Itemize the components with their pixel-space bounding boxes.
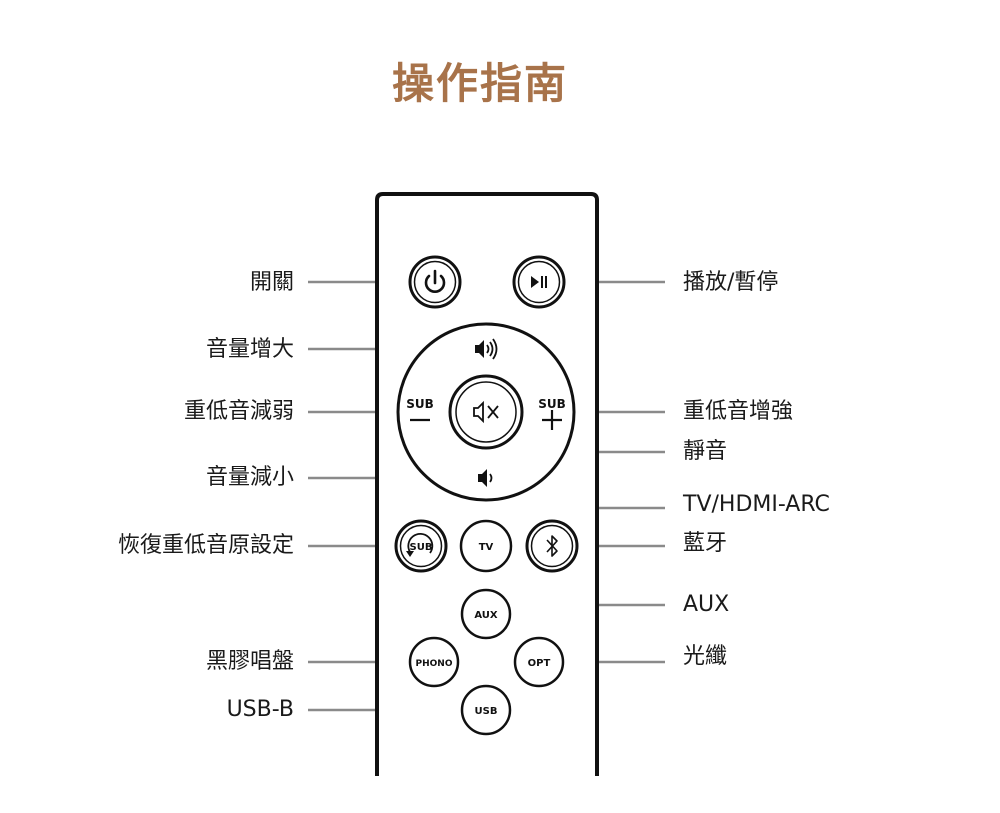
sub-down-button[interactable]: SUB [406, 397, 434, 422]
label-sub-down: 重低音減弱 [183, 399, 294, 424]
volume-ring [396, 322, 576, 502]
speaker-up-icon [475, 338, 498, 360]
mute-icon [473, 400, 499, 424]
aux-button[interactable]: AUX [460, 588, 512, 640]
aux-text: AUX [474, 610, 498, 621]
label-usb-b: USB-B [226, 697, 294, 722]
phono-button[interactable]: PHONO [408, 636, 460, 688]
sub-up-text: SUB [538, 397, 566, 411]
label-volume-up: 音量增大 [205, 337, 294, 362]
label-phono: 黑膠唱盤 [205, 649, 294, 674]
leader-tv [484, 506, 665, 521]
remote-body [375, 192, 599, 776]
label-play-pause: 播放/暫停 [683, 270, 779, 295]
phono-text: PHONO [416, 659, 453, 669]
play-pause-icon [531, 276, 547, 288]
sub-reset-icon: SUB [406, 533, 434, 557]
label-power: 開關 [249, 270, 294, 295]
power-icon [424, 269, 446, 293]
label-bluetooth: 藍牙 [683, 531, 728, 556]
label-tv-hdmi: TV/HDMI-ARC [683, 492, 830, 517]
sub-reset-button[interactable]: SUB [394, 519, 448, 573]
bluetooth-button[interactable] [525, 519, 579, 573]
tv-button[interactable]: TV [459, 519, 513, 573]
power-button[interactable] [408, 255, 462, 309]
usb-text: USB [475, 706, 498, 717]
optical-text: OPT [528, 658, 551, 669]
volume-down-button[interactable] [478, 469, 493, 487]
label-volume-down: 音量減小 [205, 465, 294, 490]
volume-up-button[interactable] [475, 338, 498, 360]
sub-down-text: SUB [406, 397, 434, 411]
leader-mute [481, 425, 665, 454]
tv-text: TV [479, 542, 494, 553]
page-title-text: 操作指南 [391, 59, 568, 108]
label-aux: AUX [683, 592, 730, 617]
label-mute: 靜音 [683, 439, 728, 464]
optical-button[interactable]: OPT [513, 636, 565, 688]
mute-button[interactable] [448, 374, 524, 450]
usb-button[interactable]: USB [460, 684, 512, 736]
bluetooth-icon [546, 535, 558, 557]
sub-reset-text: SUB [410, 542, 433, 553]
speaker-down-icon [478, 469, 493, 487]
label-optical: 光纖 [683, 644, 728, 669]
sub-up-button[interactable]: SUB [538, 397, 566, 430]
label-sub-up: 重低音增強 [683, 399, 794, 424]
play-pause-button[interactable] [512, 255, 566, 309]
label-sub-reset: 恢復重低音原設定 [117, 533, 294, 558]
